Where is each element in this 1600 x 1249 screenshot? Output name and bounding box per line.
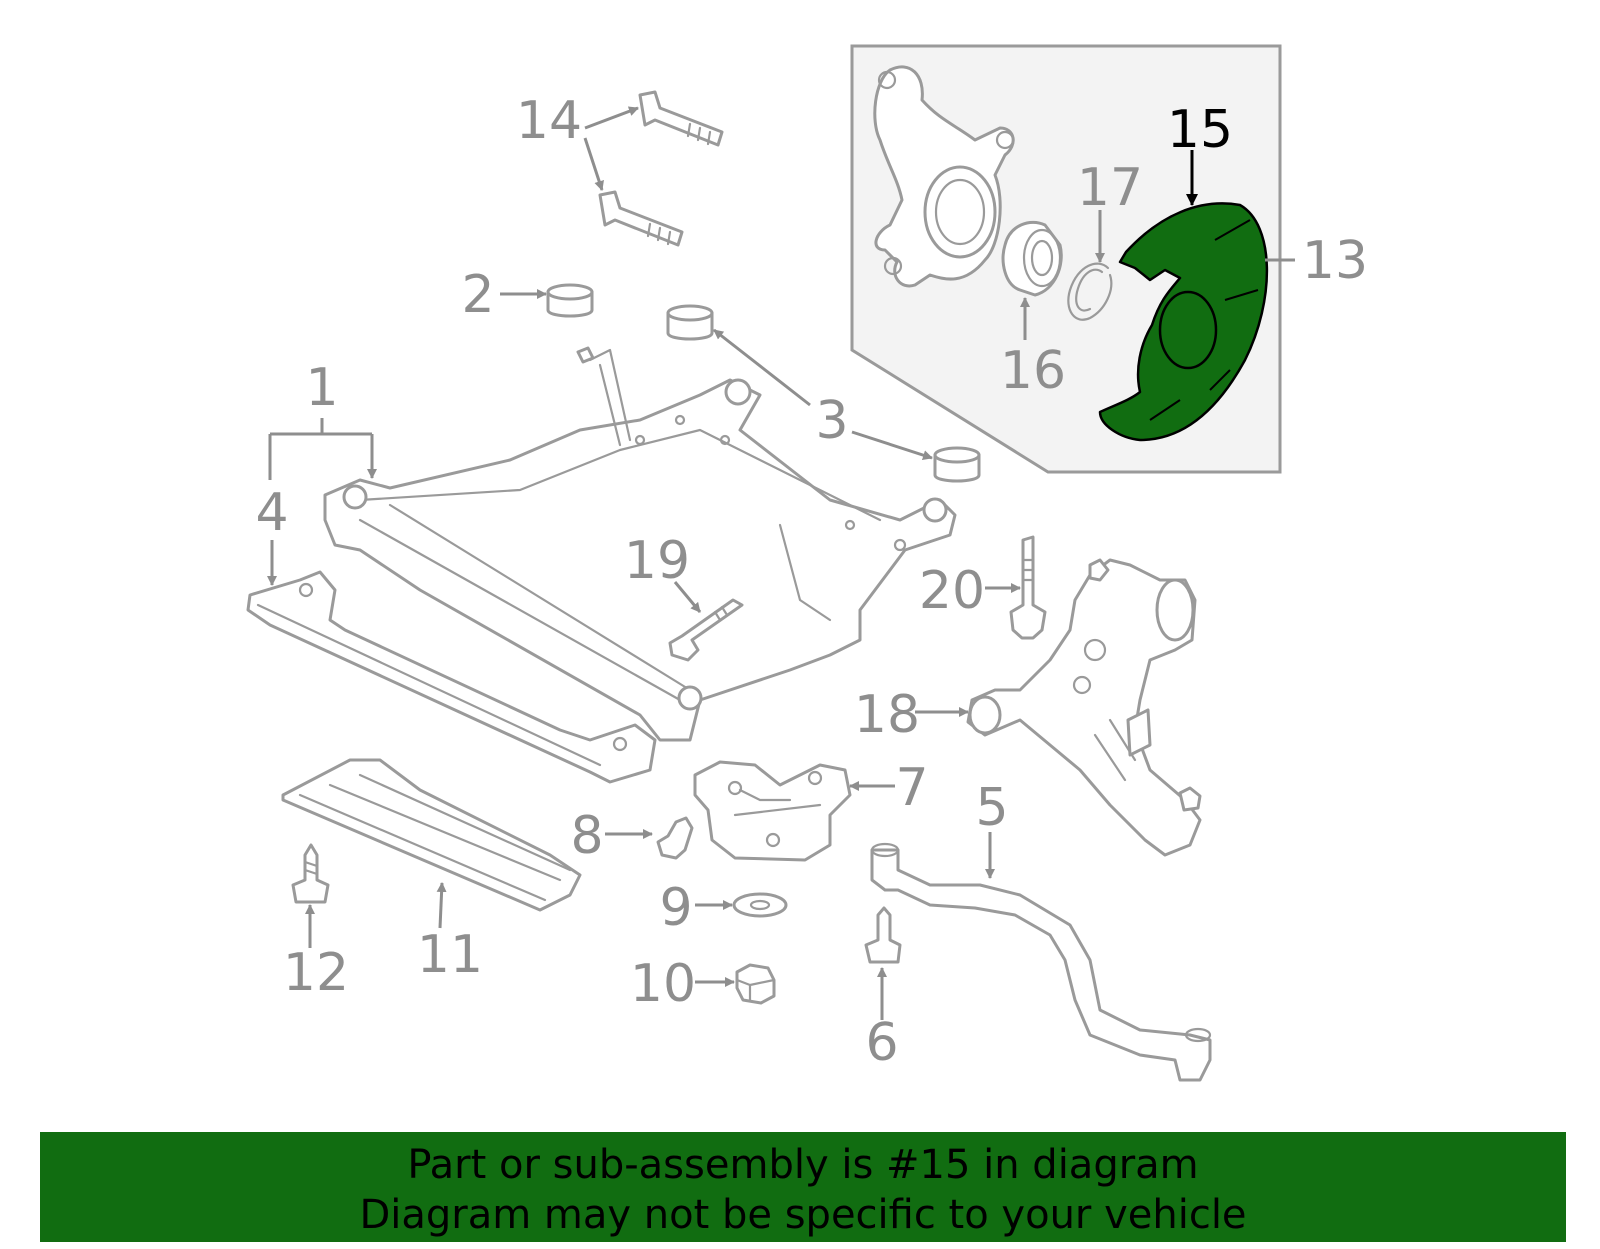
info-banner: Part or sub-assembly is #15 in diagram D… (40, 1132, 1566, 1242)
callout-19: 19 (624, 531, 690, 591)
callout-12: 12 (283, 943, 349, 1003)
callout-9: 9 (659, 878, 692, 938)
callout-18: 18 (854, 685, 920, 745)
callout-1: 1 (305, 358, 338, 418)
wheel-bearing (1001, 220, 1063, 297)
washer-9 (732, 892, 788, 918)
callout-20: 20 (919, 561, 985, 621)
callout-3: 3 (815, 391, 848, 451)
banner-line-1: Part or sub-assembly is #15 in diagram (407, 1142, 1199, 1188)
callout-11: 11 (417, 925, 483, 985)
lower-control-arm (966, 558, 1202, 857)
bushings (546, 283, 981, 483)
bolts-14 (598, 90, 724, 247)
bolt-19 (668, 598, 744, 662)
callout-14: 14 (516, 91, 582, 151)
bolt-8 (656, 816, 694, 860)
leader-lines (267, 106, 1295, 1020)
callout-numbers: 1 2 3 4 5 6 7 8 9 10 11 12 13 14 15 16 1… (255, 91, 1368, 1073)
callout-13: 13 (1302, 231, 1368, 291)
stabilizer-bar (870, 842, 1212, 1082)
crossmember-subframe (323, 346, 957, 742)
callout-2: 2 (461, 265, 494, 325)
callout-6: 6 (865, 1013, 898, 1073)
callout-7: 7 (895, 758, 928, 818)
snap-ring (1067, 262, 1113, 321)
dust-shield-highlighted (1098, 202, 1269, 442)
under-plate (281, 758, 582, 912)
bolt-12 (291, 843, 330, 904)
mount-bracket-7 (693, 760, 852, 862)
callout-15-highlighted: 15 (1167, 100, 1233, 160)
callout-5: 5 (975, 778, 1008, 838)
banner-line-2: Diagram may not be specific to your vehi… (359, 1192, 1247, 1238)
bolt-20 (1009, 535, 1047, 640)
callout-10: 10 (630, 954, 696, 1014)
steering-knuckle (873, 65, 1015, 288)
callout-8: 8 (570, 806, 603, 866)
front-beam (246, 570, 657, 784)
callout-17: 17 (1077, 158, 1143, 218)
bolt-6 (864, 906, 902, 964)
callout-4: 4 (255, 483, 288, 543)
callout-16: 16 (1000, 341, 1066, 401)
nut-10 (735, 963, 776, 1005)
